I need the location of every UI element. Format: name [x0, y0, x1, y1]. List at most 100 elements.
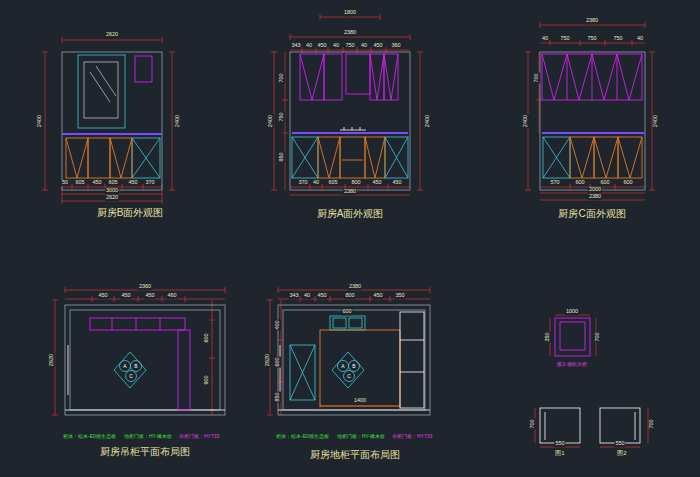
- wall-cabinets: [300, 54, 398, 100]
- detail-title: 图2: [616, 450, 627, 456]
- dimension: 800: [344, 293, 355, 299]
- dimension: 350: [545, 331, 551, 342]
- view-marker: A: [122, 364, 127, 369]
- cabinet-outlines: [385, 137, 408, 178]
- cabinet-outlines: [292, 137, 318, 178]
- material-note: 地柜门板：HY-橡木纹: [336, 434, 386, 439]
- dimension: 2620: [49, 353, 55, 367]
- base-cabinets: [594, 137, 618, 178]
- dimension: 40: [305, 43, 313, 49]
- dimension: 600: [574, 180, 585, 186]
- fridge-glass: [84, 62, 118, 118]
- base-cabinets: [340, 137, 365, 178]
- material-note: 柜体：松木-E0级生态板: [275, 434, 330, 439]
- dimension: 370: [144, 180, 155, 186]
- material-note: 吊柜门板：HY733: [391, 434, 433, 439]
- dimension: 450: [316, 293, 327, 299]
- cooktop: [635, 412, 636, 440]
- dimension: 750: [344, 43, 355, 49]
- wall-cabinets: [555, 318, 590, 356]
- dimension: 605: [107, 180, 118, 186]
- dimension: 605: [327, 180, 338, 186]
- base-cabinets: [365, 137, 385, 178]
- dimension: 1000: [565, 309, 579, 315]
- dimension: 450: [144, 293, 155, 299]
- dimension-lines: [525, 22, 655, 200]
- view-marker: B: [133, 364, 138, 369]
- material-note: 柜体：松木-E0级生态板: [62, 434, 117, 439]
- wall-cabinets: [560, 322, 585, 350]
- cabinet-outlines: [132, 138, 160, 178]
- dimension: 700: [279, 72, 285, 83]
- detail-title: 图3-烟机吊柜: [556, 362, 587, 367]
- dimension: 40: [541, 36, 549, 42]
- base-cabinets: [618, 137, 642, 178]
- dimension: 605: [74, 180, 85, 186]
- dimension: 450: [371, 180, 382, 186]
- dimension: 40: [332, 43, 340, 49]
- dimension: 370: [297, 180, 308, 186]
- cabinet-outlines: [543, 137, 570, 178]
- base-cabinets: [66, 137, 642, 406]
- wall-outlines: [70, 310, 220, 410]
- fridge-glass: [84, 62, 118, 118]
- countertop: [62, 133, 644, 134]
- dimension: 350: [394, 293, 405, 299]
- base-cabinets: [66, 138, 88, 178]
- cabinet-outlines: [132, 138, 160, 178]
- dimension: 700: [649, 418, 655, 429]
- base-cabinets: [318, 137, 340, 178]
- dimension: 450: [391, 180, 402, 186]
- dimension-lines: [42, 14, 655, 447]
- dimension: 2380: [585, 18, 599, 24]
- cabinet-outlines: [333, 318, 346, 328]
- cabinet-outlines: [290, 345, 315, 400]
- dimension: 450: [91, 180, 102, 186]
- dimension: 2400: [425, 114, 431, 128]
- dimension: 600: [275, 356, 281, 367]
- dimension: 2380: [343, 30, 357, 36]
- view-title: 厨房C面外观图: [557, 209, 626, 219]
- dimension: 750: [586, 36, 597, 42]
- dimension: 2620: [105, 32, 119, 38]
- wall-cabinets: [135, 56, 152, 82]
- wall-outlines: [65, 345, 430, 410]
- wall-outlines: [62, 52, 162, 190]
- dimension: 2400: [175, 114, 181, 128]
- dimension: 750: [612, 36, 623, 42]
- base-cabinets: [320, 330, 400, 406]
- wall-cabinets: [384, 54, 398, 100]
- wall-cabinets: [370, 54, 384, 100]
- dimension: 3000: [105, 188, 119, 194]
- dimension: 1400: [353, 398, 367, 404]
- dimension: 800: [350, 180, 361, 186]
- countertop: [62, 133, 644, 134]
- cabinet-outlines: [78, 55, 570, 400]
- detail-title: 图1: [554, 450, 565, 456]
- dimension: 450: [127, 180, 138, 186]
- dimension: 2360: [138, 284, 152, 290]
- view-title: 厨房B面外观图: [96, 208, 165, 218]
- dimension: 850: [279, 151, 285, 162]
- dimension: 600: [599, 180, 610, 186]
- dimension: 450: [372, 43, 383, 49]
- cabinet-outlines: [290, 345, 315, 400]
- dimension: 40: [312, 180, 320, 186]
- view-title: 厨房地柜平面布局图: [309, 450, 401, 460]
- wall-cabinets: [324, 54, 342, 100]
- dimension: 40: [636, 36, 644, 42]
- cabinet-outlines: [349, 361, 360, 372]
- wall-outlines: [278, 305, 430, 415]
- fridge-glass: [90, 66, 116, 102]
- dimension: 2400: [37, 114, 43, 128]
- wall-cabinets: [346, 54, 370, 94]
- cabinet-outlines: [349, 318, 362, 328]
- base-cabinets: [66, 138, 132, 178]
- cooktop: [545, 412, 546, 440]
- dimension: 40: [360, 43, 368, 49]
- dimension: 750: [559, 36, 570, 42]
- wall-cabinets: [178, 330, 190, 410]
- dimension: 450: [372, 293, 383, 299]
- dimension: 450: [120, 293, 131, 299]
